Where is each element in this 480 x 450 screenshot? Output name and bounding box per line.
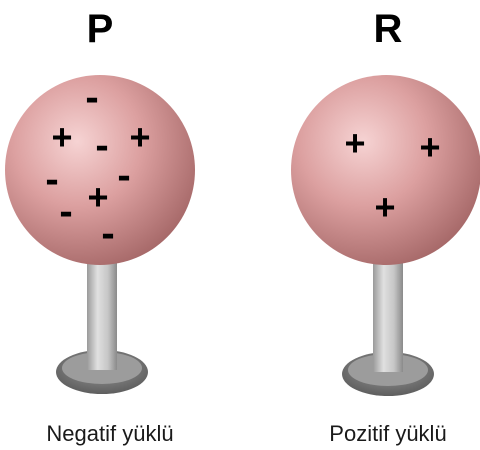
sphere-p: [5, 75, 195, 265]
negative-charge-p-7: -: [59, 190, 72, 234]
negative-charge-p-5: -: [117, 154, 130, 198]
sphere-p-group: P -+-+--+-- Negatif yüklü: [5, 7, 195, 446]
charges-p: -+-+--+--: [45, 76, 150, 256]
negative-charge-p-4: -: [45, 158, 58, 202]
stand-rod-p: [87, 252, 117, 370]
sphere-r-group: R +++ Pozitif yüklü: [291, 7, 480, 446]
stand-rod-r: [373, 254, 403, 372]
positive-charge-p-1: +: [51, 117, 72, 158]
negative-charge-p-8: -: [101, 212, 114, 256]
sphere-p-title: P: [87, 7, 114, 51]
negative-charge-p-2: -: [95, 124, 108, 168]
sphere-r-title: R: [374, 7, 403, 51]
positive-charge-p-6: +: [87, 177, 108, 218]
positive-charge-p-3: +: [129, 117, 150, 158]
negative-charge-p-0: -: [85, 76, 98, 120]
sphere-r: [291, 75, 480, 265]
sphere-p-caption: Negatif yüklü: [46, 421, 173, 446]
charges-r: +++: [344, 123, 440, 228]
sphere-r-caption: Pozitif yüklü: [329, 421, 446, 446]
positive-charge-r-1: +: [419, 127, 440, 168]
positive-charge-r-0: +: [344, 123, 365, 164]
positive-charge-r-2: +: [374, 187, 395, 228]
